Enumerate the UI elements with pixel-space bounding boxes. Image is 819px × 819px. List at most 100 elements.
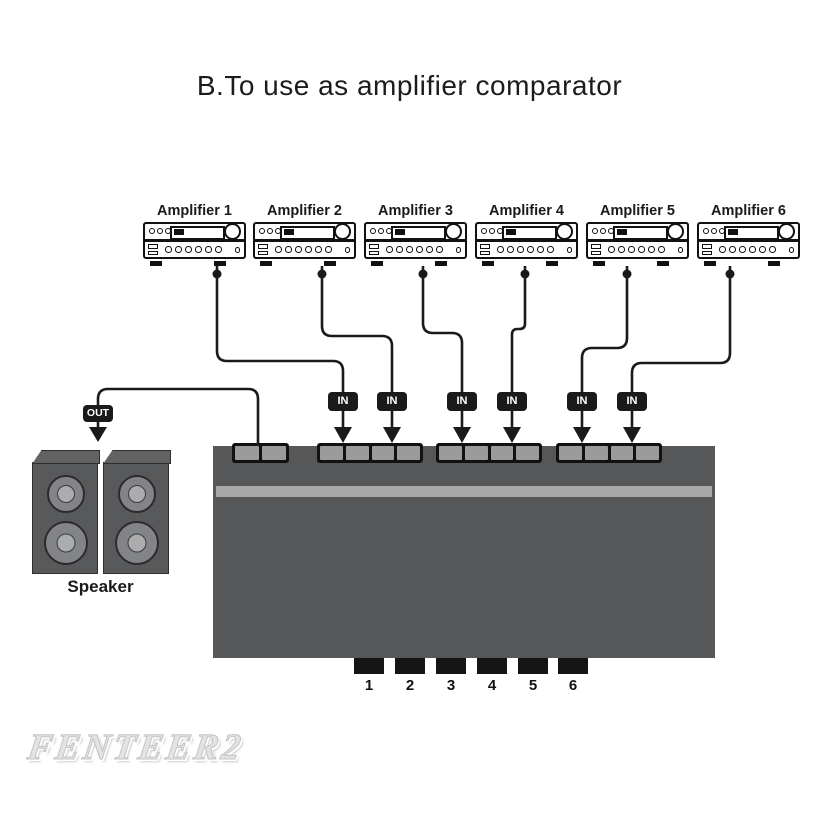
selector-number: 4 bbox=[487, 677, 497, 694]
in-arrow-icon bbox=[453, 427, 471, 443]
amp-front-bottom bbox=[366, 239, 465, 259]
wire-amp-4 bbox=[510, 266, 527, 428]
speaker-label: Speaker bbox=[67, 577, 134, 596]
amp-buttons-icon bbox=[608, 246, 665, 253]
connector-block-1 bbox=[232, 443, 289, 463]
page-title: B.To use as amplifier comparator bbox=[196, 70, 623, 101]
amplifier-5: Amplifier 5 bbox=[586, 203, 689, 266]
selector-tab-2 bbox=[395, 658, 425, 674]
amp-selector-icon bbox=[369, 244, 379, 257]
amplifier-label: Amplifier 5 bbox=[600, 203, 675, 219]
amp-front-top bbox=[588, 223, 687, 240]
amplifier-label: Amplifier 1 bbox=[157, 203, 232, 219]
amplifier-4: Amplifier 4 bbox=[475, 203, 578, 266]
amp-front-bottom bbox=[588, 239, 687, 259]
connector-block-4 bbox=[556, 443, 662, 463]
amplifier-icon bbox=[586, 222, 689, 266]
connector-block-3 bbox=[436, 443, 542, 463]
out-badge: OUT bbox=[83, 405, 113, 422]
amp-selector-icon bbox=[702, 244, 712, 257]
amp-buttons-icon bbox=[719, 246, 776, 253]
selector-tab-4 bbox=[477, 658, 507, 674]
amplifier-label: Amplifier 6 bbox=[711, 203, 786, 219]
amp-power-button-icon bbox=[677, 247, 683, 253]
amplifier-label: Amplifier 4 bbox=[489, 203, 564, 219]
wire-amp-6 bbox=[630, 266, 732, 428]
wire-plug-dot bbox=[520, 269, 530, 279]
in-badge-1: IN bbox=[328, 392, 358, 411]
in-arrow-icon bbox=[503, 427, 521, 443]
in-arrow-icon bbox=[573, 427, 591, 443]
tweeter-icon bbox=[118, 475, 156, 513]
in-badge-6: IN bbox=[617, 392, 647, 411]
speaker-cabinet-1 bbox=[32, 450, 100, 574]
amplifier-icon bbox=[475, 222, 578, 266]
tweeter-icon bbox=[47, 475, 85, 513]
selector-number: 2 bbox=[405, 677, 415, 694]
amp-power-button-icon bbox=[234, 247, 240, 253]
wire-plug-dot bbox=[725, 269, 735, 279]
in-badge-5: IN bbox=[567, 392, 597, 411]
amp-selector-icon bbox=[148, 244, 158, 257]
amplifier-icon bbox=[143, 222, 246, 266]
amplifier-2: Amplifier 2 bbox=[253, 203, 356, 266]
wire-out bbox=[96, 387, 260, 446]
in-badge-2: IN bbox=[377, 392, 407, 411]
amp-indicator-lights-icon bbox=[592, 228, 614, 234]
selector-tab-1 bbox=[354, 658, 384, 674]
wire-plug-dot bbox=[212, 269, 222, 279]
amplifier-icon bbox=[364, 222, 467, 266]
amp-buttons-icon bbox=[275, 246, 332, 253]
wire-plug-dot bbox=[622, 269, 632, 279]
amp-front-bottom bbox=[255, 239, 354, 259]
in-badge-4: IN bbox=[497, 392, 527, 411]
in-arrow-icon bbox=[383, 427, 401, 443]
amp-power-button-icon bbox=[455, 247, 461, 253]
amp-selector-icon bbox=[591, 244, 601, 257]
amplifier-6: Amplifier 6 bbox=[697, 203, 800, 266]
amp-selector-icon bbox=[480, 244, 490, 257]
speaker-cabinet-2 bbox=[103, 450, 171, 574]
amp-power-button-icon bbox=[788, 247, 794, 253]
in-arrow-icon bbox=[334, 427, 352, 443]
amp-indicator-lights-icon bbox=[149, 228, 171, 234]
amp-front-bottom bbox=[145, 239, 244, 259]
selector-number: 1 bbox=[364, 677, 374, 694]
amp-buttons-icon bbox=[497, 246, 554, 253]
amp-buttons-icon bbox=[386, 246, 443, 253]
amplifier-1: Amplifier 1 bbox=[143, 203, 246, 266]
wire-amp-5 bbox=[580, 266, 629, 428]
amp-front-bottom bbox=[477, 239, 576, 259]
selector-number: 6 bbox=[568, 677, 578, 694]
wire-amp-3 bbox=[421, 266, 464, 428]
amp-indicator-lights-icon bbox=[703, 228, 725, 234]
unit-front-stripe bbox=[216, 486, 712, 497]
amplifier-label: Amplifier 2 bbox=[267, 203, 342, 219]
selector-number: 5 bbox=[528, 677, 538, 694]
amp-buttons-icon bbox=[165, 246, 222, 253]
selector-number: 3 bbox=[446, 677, 456, 694]
selector-tab-3 bbox=[436, 658, 466, 674]
wire-plug-dot bbox=[418, 269, 428, 279]
wire-amp-1 bbox=[215, 266, 345, 428]
amp-power-button-icon bbox=[344, 247, 350, 253]
amp-indicator-lights-icon bbox=[370, 228, 392, 234]
woofer-icon bbox=[44, 521, 88, 565]
wire-plug-dot bbox=[317, 269, 327, 279]
woofer-icon bbox=[115, 521, 159, 565]
amplifier-icon bbox=[697, 222, 800, 266]
amplifier-icon bbox=[253, 222, 356, 266]
amplifier-label: Amplifier 3 bbox=[378, 203, 453, 219]
amp-power-button-icon bbox=[566, 247, 572, 253]
amp-front-bottom bbox=[699, 239, 798, 259]
comparator-unit: 1 2 3 4 5 6 bbox=[213, 443, 715, 694]
selector-tab-6 bbox=[558, 658, 588, 674]
selector-tab-5 bbox=[518, 658, 548, 674]
in-badge-3: IN bbox=[447, 392, 477, 411]
amplifier-3: Amplifier 3 bbox=[364, 203, 467, 266]
amp-selector-icon bbox=[258, 244, 268, 257]
connector-block-2 bbox=[317, 443, 423, 463]
wire-amp-2 bbox=[320, 266, 394, 428]
